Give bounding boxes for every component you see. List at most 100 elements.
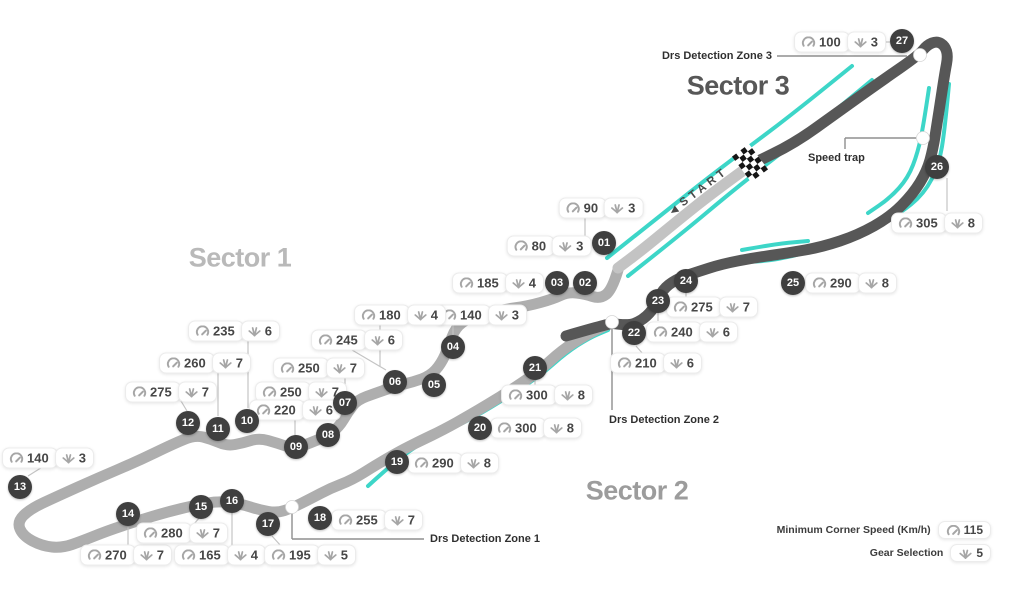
min-corner-speed-chip: 260 bbox=[159, 352, 215, 374]
speedometer-icon bbox=[88, 549, 102, 560]
speedometer-icon bbox=[654, 326, 668, 337]
gear-selection-chip: 4 bbox=[504, 272, 544, 294]
gear-value: 3 bbox=[511, 307, 519, 323]
gear-selection-icon bbox=[512, 279, 525, 289]
corner-marker-16: 16 bbox=[220, 489, 244, 513]
speedometer-icon bbox=[813, 277, 827, 288]
corner-speed-gear-label: 245 6 bbox=[311, 329, 403, 351]
gear-selection-chip: 7 bbox=[188, 522, 228, 544]
speed-trap-label: Speed trap bbox=[808, 152, 865, 164]
gear-value: 7 bbox=[201, 384, 209, 400]
gear-selection-icon bbox=[234, 551, 247, 561]
min-corner-speed-chip: 250 bbox=[273, 357, 329, 379]
gear-value: 6 bbox=[387, 332, 395, 348]
speedometer-icon bbox=[509, 389, 523, 400]
gear-value: 7 bbox=[331, 384, 339, 400]
sector-label-2: Sector 2 bbox=[585, 475, 689, 506]
min-corner-speed-chip: 80 bbox=[506, 235, 556, 257]
corner-marker-07: 07 bbox=[333, 391, 357, 415]
legend-value: 5 bbox=[976, 546, 983, 560]
gear-value: 6 bbox=[325, 402, 333, 418]
corner-speed-value: 90 bbox=[583, 200, 599, 216]
min-corner-speed-chip: 195 bbox=[264, 544, 320, 566]
corner-speed-value: 270 bbox=[105, 547, 127, 563]
gear-selection-chip: 3 bbox=[487, 304, 527, 326]
min-corner-speed-chip: 235 bbox=[188, 320, 244, 342]
corner-speed-value: 195 bbox=[289, 547, 311, 563]
gear-value: 7 bbox=[212, 525, 220, 541]
corner-marker-25: 25 bbox=[781, 271, 805, 295]
min-corner-speed-chip: 255 bbox=[331, 509, 387, 531]
gear-selection-icon bbox=[706, 328, 719, 338]
drs-zone-stripe-5 bbox=[740, 239, 810, 252]
sector-label-1: Sector 1 bbox=[188, 242, 292, 273]
min-corner-speed-chip: 165 bbox=[174, 544, 230, 566]
speedometer-icon bbox=[362, 309, 376, 320]
corner-speed-value: 80 bbox=[531, 238, 547, 254]
corner-speed-gear-label: 260 7 bbox=[159, 352, 251, 374]
corner-speed-value: 210 bbox=[635, 355, 657, 371]
speedometer-icon bbox=[415, 457, 429, 468]
speedometer-icon bbox=[498, 422, 512, 433]
label-connector-line bbox=[351, 349, 387, 371]
gear-value: 7 bbox=[407, 512, 415, 528]
legend-label: Gear Selection bbox=[869, 547, 944, 559]
corner-speed-gear-label: 80 3 bbox=[506, 235, 592, 257]
min-corner-speed-chip: 245 bbox=[311, 329, 367, 351]
corner-speed-gear-label: 255 7 bbox=[331, 509, 423, 531]
gear-selection-chip: 7 bbox=[177, 381, 217, 403]
corner-marker-05: 05 bbox=[422, 373, 446, 397]
speed-trap-point bbox=[916, 131, 930, 145]
sector-label-3: Sector 3 bbox=[686, 70, 790, 101]
gear-selection-icon bbox=[495, 311, 508, 321]
gear-selection-chip: 8 bbox=[943, 212, 983, 234]
speedometer-icon bbox=[263, 386, 277, 397]
corner-marker-08: 08 bbox=[316, 423, 340, 447]
gear-selection-chip: 3 bbox=[846, 31, 886, 53]
gear-value: 3 bbox=[870, 34, 878, 50]
corner-marker-09: 09 bbox=[284, 435, 308, 459]
legend-row-2: Gear Selection 5 bbox=[870, 544, 991, 562]
gear-selection-icon bbox=[324, 551, 337, 561]
gear-value: 8 bbox=[566, 420, 574, 436]
gear-selection-chip: 8 bbox=[459, 452, 499, 474]
speedometer-icon bbox=[10, 452, 24, 463]
gear-selection-chip: 3 bbox=[604, 197, 644, 219]
speedometer-icon bbox=[339, 514, 353, 525]
drs-zone-stripe-2 bbox=[605, 64, 854, 260]
gear-selection-chip: 4 bbox=[406, 304, 446, 326]
gear-selection-chip: 8 bbox=[857, 272, 897, 294]
gear-selection-icon bbox=[248, 327, 261, 337]
gear-selection-chip: 6 bbox=[363, 329, 403, 351]
gear-selection-icon bbox=[371, 336, 384, 346]
gear-selection-chip: 7 bbox=[325, 357, 365, 379]
drs-detection-zone-1-point bbox=[285, 500, 299, 514]
corner-speed-value: 255 bbox=[356, 512, 378, 528]
corner-speed-value: 250 bbox=[280, 384, 302, 400]
gear-selection-chip: 7 bbox=[718, 296, 758, 318]
gear-value: 7 bbox=[235, 355, 243, 371]
min-corner-speed-chip: 300 bbox=[501, 384, 557, 406]
min-corner-speed-chip: 275 bbox=[666, 296, 722, 318]
speedometer-icon bbox=[167, 357, 181, 368]
gear-selection-icon bbox=[670, 359, 683, 369]
min-corner-speed-chip: 240 bbox=[646, 321, 702, 343]
corner-speed-value: 245 bbox=[336, 332, 358, 348]
gear-selection-icon bbox=[559, 242, 572, 252]
gear-selection-chip: 8 bbox=[542, 417, 582, 439]
speedometer-icon bbox=[196, 325, 210, 336]
gear-value: 3 bbox=[576, 238, 584, 254]
gear-selection-icon bbox=[865, 279, 878, 289]
gear-value: 6 bbox=[264, 323, 272, 339]
gear-value: 5 bbox=[340, 547, 348, 563]
legend-value: 115 bbox=[963, 523, 983, 537]
drs-detection-zone-1-label: Drs Detection Zone 1 bbox=[430, 533, 541, 545]
